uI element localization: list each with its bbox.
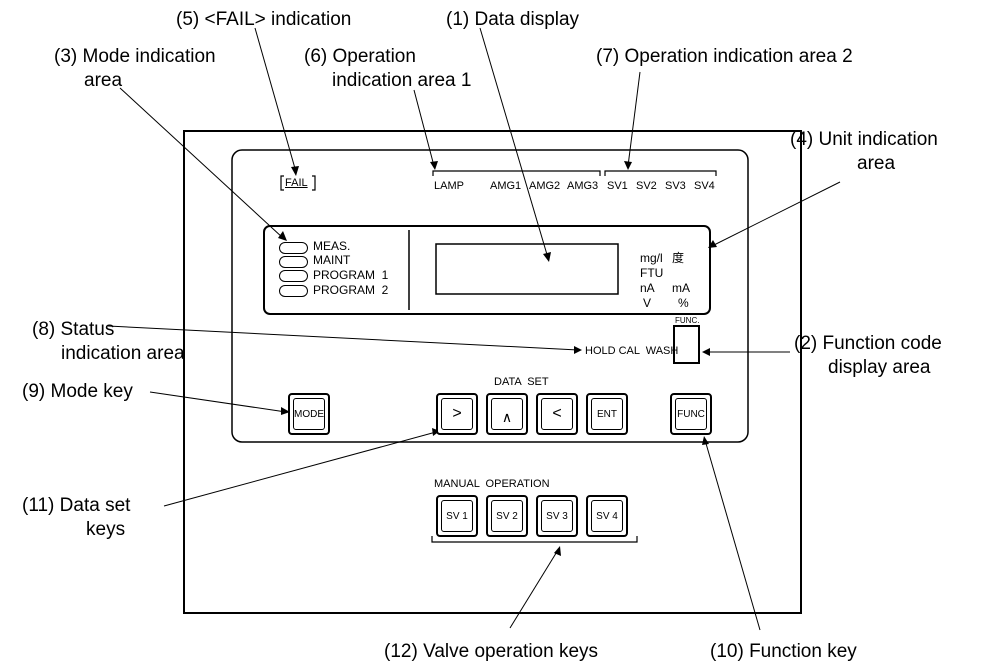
callout-unit-indication-2: area: [857, 153, 896, 174]
sv3-key[interactable]: SV 3: [536, 495, 578, 537]
callout-function-key: (10) Function key: [710, 641, 857, 662]
right-arrow-icon: >: [441, 398, 473, 430]
mode-led-meas: [279, 242, 308, 254]
display-window: [263, 225, 711, 315]
mode-led-program2: [279, 285, 308, 297]
data-set-right-key[interactable]: >: [436, 393, 478, 435]
sv2-key[interactable]: SV 2: [486, 495, 528, 537]
callout-data-display: (1) Data display: [446, 9, 580, 30]
unit-do: 度: [672, 251, 685, 265]
func-key[interactable]: FUNC: [670, 393, 712, 435]
unit-v: V: [643, 296, 652, 310]
callout-func-code: (2) Function code: [794, 333, 942, 354]
sv1-key[interactable]: SV 1: [436, 495, 478, 537]
sv4-key[interactable]: SV 4: [586, 495, 628, 537]
unit-pct: %: [678, 296, 689, 310]
outer-panel: [183, 130, 802, 614]
unit-ma: mA: [672, 281, 690, 295]
callout-valve-keys: (12) Valve operation keys: [384, 641, 599, 662]
op-area2-bracket: [604, 170, 717, 176]
ent-key[interactable]: ENT: [586, 393, 628, 435]
arrow-heads: [278, 161, 717, 556]
mode-label-program1: PROGRAM 1: [313, 268, 389, 282]
callout-mode-indication-2: area: [84, 70, 123, 91]
callout-op-area1-2: indication area 1: [332, 70, 472, 91]
amg3-indicator: AMG3: [567, 180, 599, 192]
sv1-key-label: SV 1: [441, 500, 473, 532]
amg1-indicator: AMG1: [490, 180, 522, 192]
manual-operation-label: MANUAL OPERATION: [434, 478, 550, 490]
inner-panel: [231, 149, 749, 443]
callout-data-set-keys: (11) Data set: [22, 495, 131, 516]
data-set-label: DATA SET: [494, 376, 549, 388]
mode-key[interactable]: MODE: [288, 393, 330, 435]
callout-func-code-2: display area: [828, 357, 931, 378]
sv2-key-label: SV 2: [491, 500, 523, 532]
unit-ftu: FTU: [640, 266, 664, 280]
mode-label-program2: PROGRAM 2: [313, 283, 389, 297]
unit-mgl: mg/l: [640, 251, 663, 265]
callout-fail-indication: (5) <FAIL> indication: [176, 9, 352, 30]
sv1-indicator: SV1: [607, 180, 628, 192]
mode-label-meas: MEAS.: [313, 239, 351, 253]
sv3-key-label: SV 3: [541, 500, 573, 532]
fail-indicator: FAIL: [285, 177, 308, 189]
data-display-box: [435, 243, 619, 295]
mode-key-label: MODE: [293, 398, 325, 430]
data-set-left-key[interactable]: <: [536, 393, 578, 435]
unit-na: nA: [640, 281, 655, 295]
sv2-indicator: SV2: [636, 180, 657, 192]
sv4-indicator: SV4: [694, 180, 715, 192]
data-set-up-key[interactable]: ∧: [486, 393, 528, 435]
op-area1-bracket: [432, 170, 601, 176]
left-arrow-icon: <: [541, 398, 573, 430]
func-code-display: [673, 325, 700, 364]
callout-mode-key: (9) Mode key: [22, 381, 133, 402]
mode-led-program1: [279, 270, 308, 282]
mode-led-maint: [279, 256, 308, 268]
ent-key-label: ENT: [591, 398, 623, 430]
callout-op-area2: (7) Operation indication area 2: [596, 46, 853, 67]
mode-label-maint: MAINT: [313, 253, 351, 267]
callout-unit-indication: (4) Unit indication: [790, 129, 938, 150]
lamp-indicator: LAMP: [434, 180, 464, 192]
callout-mode-indication: (3) Mode indication: [54, 46, 216, 67]
sv4-key-label: SV 4: [591, 500, 623, 532]
callout-status-indication-2: indication area: [61, 343, 185, 364]
valve-bracket: [431, 536, 638, 543]
up-arrow-icon: ∧: [491, 398, 523, 430]
leader-lines: [107, 27, 841, 631]
func-display-label: FUNC.: [675, 316, 700, 325]
sv3-indicator: SV3: [665, 180, 686, 192]
callout-data-set-keys-2: keys: [86, 519, 126, 540]
amg2-indicator: AMG2: [529, 180, 561, 192]
status-indication: HOLD CAL WASH: [585, 345, 679, 357]
callout-op-area1: (6) Operation: [304, 46, 416, 67]
func-key-label: FUNC: [675, 398, 707, 430]
callout-status-indication: (8) Status: [32, 319, 115, 340]
